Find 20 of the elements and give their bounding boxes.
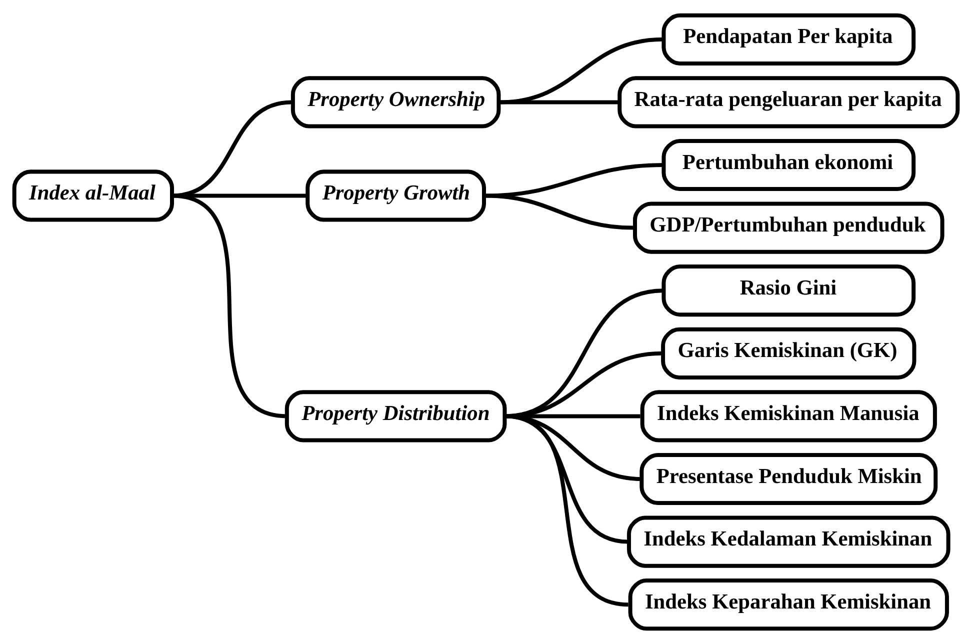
node-box: Property Distribution — [284, 390, 506, 442]
connector — [172, 193, 306, 198]
node-box: Presentase Penduduk Miskin — [639, 452, 938, 505]
node-box: Indeks Kedalaman Kemiskinan — [626, 515, 950, 568]
connector — [171, 193, 287, 418]
node-box: Pendapatan Per kapita — [661, 12, 916, 65]
node-box: Indeks Kemiskinan Manusia — [640, 390, 936, 442]
node-box: Property Ownership — [290, 76, 500, 128]
node-box: Pertumbuhan ekonomi — [661, 138, 916, 191]
connector — [484, 193, 634, 230]
connector — [500, 100, 620, 104]
node-box: Garis Kemiskinan (GK) — [660, 326, 916, 379]
node-box: GDP/Pertumbuhan penduduk — [632, 201, 944, 254]
connector — [484, 162, 663, 198]
connector — [499, 36, 663, 104]
node-box: Index al-Maal — [12, 169, 174, 222]
node-box: Property Growth — [305, 169, 486, 222]
node-box: Rasio Gini — [661, 264, 916, 316]
node-box: Rata-rata pengeluaran per kapita — [617, 76, 960, 128]
node-box: Indeks Keparahan Kemiskinan — [628, 578, 948, 630]
